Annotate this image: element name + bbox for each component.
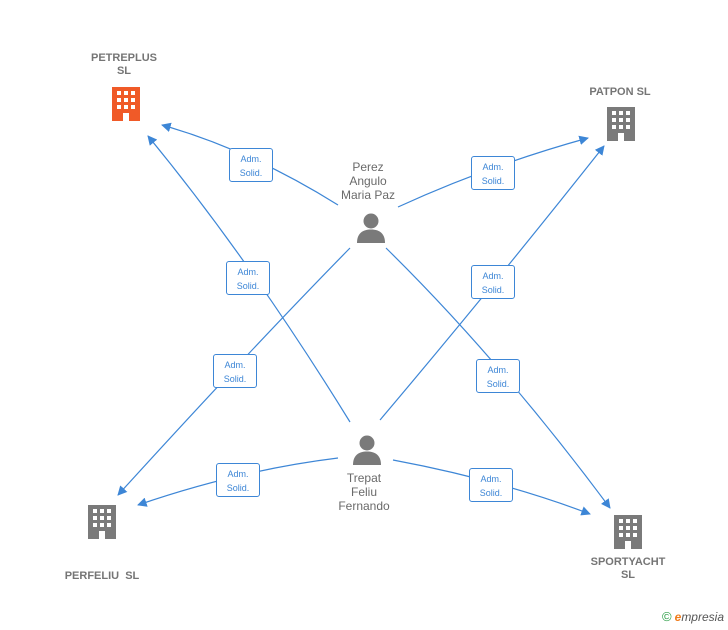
edge-label-perez-perfeliu[interactable]: Adm.Solid. [213,354,257,388]
edge-label-perez-sportyacht[interactable]: Adm.Solid. [476,359,520,393]
building-icon[interactable] [86,504,118,540]
edge-label-trepat-petreplus[interactable]: Adm.Solid. [226,261,270,295]
company-label-patpon[interactable]: PATPON SL [589,86,651,98]
company-label-petreplus[interactable]: PETREPLUS SL [90,52,157,77]
building-icon[interactable] [612,514,644,550]
company-label-sportyacht[interactable]: SPORTYACHT SL [590,556,666,581]
person-icon[interactable] [356,212,386,244]
building-icon[interactable] [605,106,637,142]
building-icon[interactable] [110,86,142,122]
company-label-perfeliu[interactable]: PERFELIU SL [64,570,140,582]
edge-label-trepat-sportyacht[interactable]: Adm.Solid. [469,468,513,502]
edge-label-trepat-perfeliu[interactable]: Adm.Solid. [216,463,260,497]
empresia-watermark: ©empresia [662,609,724,624]
person-label-perez[interactable]: Perez Angulo Maria Paz [340,160,396,202]
person-icon[interactable] [352,434,382,466]
edge-label-trepat-patpon[interactable]: Adm.Solid. [471,265,515,299]
person-label-trepat[interactable]: Trepat Feliu Fernando [338,471,390,513]
edge-label-perez-patpon[interactable]: Adm.Solid. [471,156,515,190]
edge-label-perez-petreplus[interactable]: Adm.Solid. [229,148,273,182]
copyright-icon: © [662,609,672,624]
